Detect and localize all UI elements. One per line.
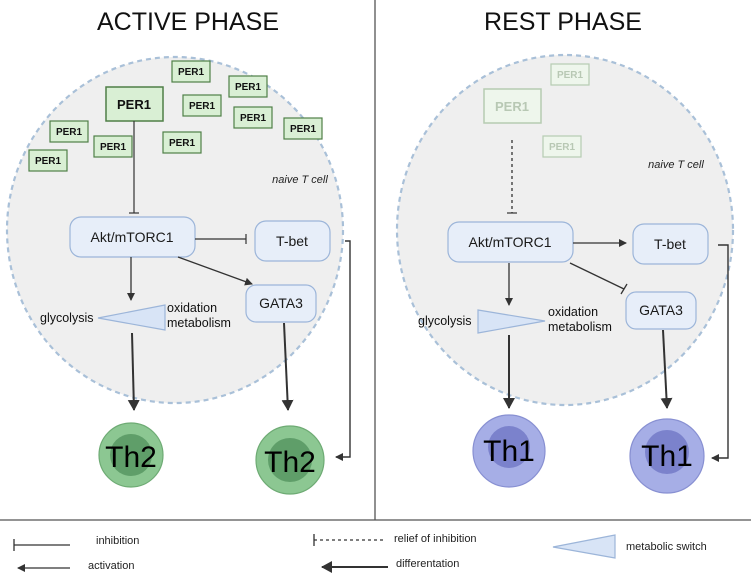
active-akt-box: Akt/mTORC1 (69, 216, 196, 258)
active-gata3-box: GATA3 (245, 284, 317, 323)
svg-text:PER1: PER1 (235, 82, 262, 93)
rest-akt-box: Akt/mTORC1 (447, 221, 574, 263)
active-oxidation-label: oxidation (167, 301, 217, 315)
svg-text:PER1: PER1 (549, 142, 576, 153)
rest-cell-label: naive T cell (648, 159, 704, 171)
rest-tbet-path (711, 244, 729, 462)
rest-gata3-box: GATA3 (625, 291, 697, 330)
svg-text:PER1: PER1 (169, 138, 196, 149)
rest-metabolism-label: metabolism (548, 320, 612, 334)
legend-relief-label: relief of inhibition (394, 533, 477, 545)
svg-text:PER1: PER1 (56, 127, 83, 138)
rest-th1-left-cell: Th1 (472, 414, 546, 488)
rest-per1-small: PER1 PER1 (542, 63, 590, 158)
active-metabolism-label: metabolism (167, 316, 231, 330)
svg-text:PER1: PER1 (290, 124, 317, 135)
rest-diff-arrow-right (660, 329, 673, 409)
active-akt-gata3-activation (177, 256, 253, 286)
svg-text:Th1: Th1 (483, 435, 535, 468)
rest-akt-gata3-inhibition (569, 262, 625, 290)
active-phase-title: ACTIVE PHASE (97, 8, 279, 36)
legend-relief: relief of inhibition (313, 533, 477, 546)
svg-text:PER1: PER1 (240, 113, 267, 124)
active-th2-left-cell: Th2 (98, 422, 164, 488)
active-diff-arrow-right (281, 322, 294, 411)
rest-phase-title: REST PHASE (484, 8, 642, 36)
legend-activation: activation (17, 560, 134, 572)
svg-text:T-bet: T-bet (654, 236, 686, 252)
rest-per1-big: PER1 (483, 88, 542, 124)
svg-text:PER1: PER1 (100, 142, 127, 153)
active-per1-big: PER1 (105, 86, 164, 122)
svg-text:PER1: PER1 (178, 67, 205, 78)
svg-text:GATA3: GATA3 (259, 295, 303, 311)
legend-metabolic-switch: metabolic switch (552, 534, 707, 559)
svg-text:Akt/mTORC1: Akt/mTORC1 (91, 229, 174, 245)
svg-text:PER1: PER1 (117, 97, 151, 112)
active-diff-arrow-left (127, 332, 140, 411)
active-tbet-box: T-bet (254, 220, 331, 262)
svg-text:T-bet: T-bet (276, 233, 308, 249)
legend-differentiation: differentation (321, 558, 459, 573)
svg-text:PER1: PER1 (35, 156, 62, 167)
active-glycolysis-label: glycolysis (40, 311, 94, 325)
rest-metabolic-switch (477, 309, 546, 334)
svg-text:GATA3: GATA3 (639, 302, 683, 318)
svg-text:PER1: PER1 (557, 70, 584, 81)
svg-text:PER1: PER1 (495, 99, 529, 114)
rest-oxidation-label: oxidation (548, 305, 598, 319)
active-th2-right-cell: Th2 (255, 425, 325, 495)
svg-text:Akt/mTORC1: Akt/mTORC1 (469, 234, 552, 250)
active-metabolic-switch (97, 304, 166, 331)
active-cell-label: naive T cell (272, 174, 328, 186)
rest-th1-right-cell: Th1 (629, 418, 705, 494)
active-per1-small: PER1 PER1 PER1 PER1 PER1 PER1 PER1 PER1 … (28, 60, 323, 172)
legend-inhibition-label: inhibition (96, 535, 139, 547)
rest-glycolysis-label: glycolysis (418, 314, 472, 328)
svg-text:Th1: Th1 (641, 440, 693, 473)
legend-metabolic-switch-label: metabolic switch (626, 541, 707, 553)
legend-differentiation-label: differentation (396, 558, 459, 570)
legend-activation-label: activation (88, 560, 134, 572)
svg-text:Th2: Th2 (105, 441, 157, 474)
active-tbet-path (335, 240, 351, 461)
svg-text:Th2: Th2 (264, 446, 316, 479)
rest-tbet-box: T-bet (632, 223, 709, 265)
legend-inhibition: inhibition (13, 535, 139, 551)
svg-text:PER1: PER1 (189, 101, 216, 112)
